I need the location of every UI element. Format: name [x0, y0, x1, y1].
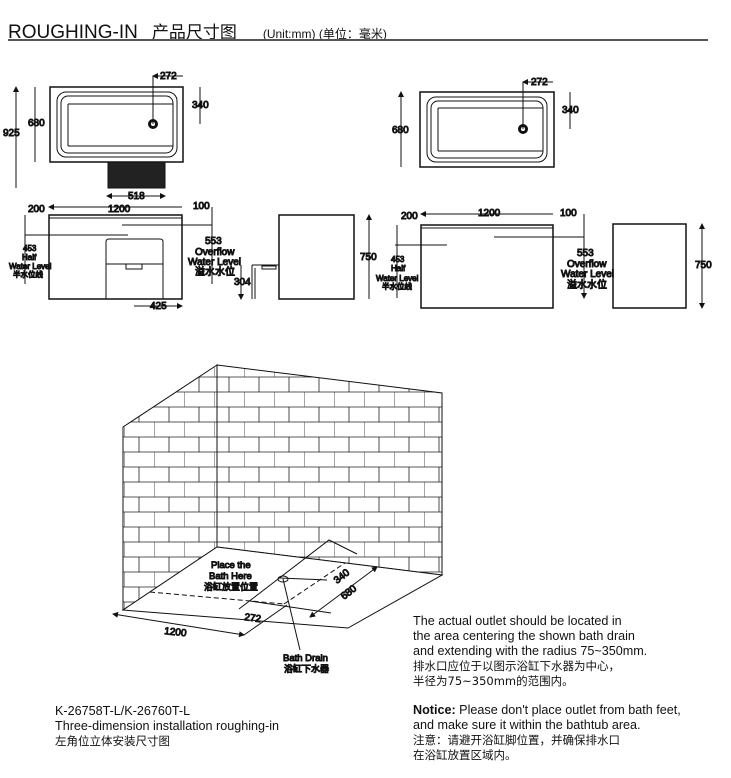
svg-text:Water Level: Water Level — [188, 257, 241, 268]
caption: K-26758T-L/K-26760T-L Three-dimension in… — [55, 704, 279, 749]
note-line-cn: 排水口应位于以图示浴缸下水器为中心， — [413, 659, 620, 673]
note-line: and extending with the radius 75~350mm. — [413, 644, 648, 658]
outlet-note: The actual outlet should be located in t… — [413, 614, 647, 689]
svg-text:溢水水位: 溢水水位 — [567, 278, 607, 291]
note-line: Please don't place outlet from bath feet… — [455, 703, 681, 717]
svg-text:453: 453 — [23, 244, 37, 253]
svg-text:浴缸放置位置: 浴缸放置位置 — [204, 581, 258, 592]
svg-text:Overflow: Overflow — [195, 247, 235, 258]
page-title-cn: 产品尺寸图 — [151, 23, 237, 43]
page-title: ROUGHING-IN — [8, 22, 138, 43]
svg-text:Water Level: Water Level — [9, 262, 52, 271]
svg-text:半水位线: 半水位线 — [382, 281, 412, 291]
svg-text:溢水水位: 溢水水位 — [195, 265, 235, 278]
svg-text:750: 750 — [695, 260, 712, 271]
svg-text:200: 200 — [401, 211, 418, 222]
svg-text:553: 553 — [577, 248, 594, 259]
svg-text:1200: 1200 — [164, 626, 188, 639]
svg-text:750: 750 — [360, 252, 377, 263]
svg-text:680: 680 — [392, 125, 409, 136]
svg-text:680: 680 — [28, 118, 45, 129]
unit-note: (Unit:mm) (单位：毫米) — [262, 27, 387, 41]
caption-description: Three-dimension installation roughing-in — [55, 719, 280, 733]
page-header: ROUGHING-IN 产品尺寸图 (Unit:mm) (单位：毫米) — [8, 18, 387, 44]
note-line: the area centering the shown bath drain — [413, 629, 635, 643]
right-plan-view: 680 272 340 — [392, 77, 580, 168]
svg-text:925: 925 — [3, 128, 20, 139]
svg-text:425: 425 — [150, 301, 167, 312]
left-side-view: 750 304 — [234, 215, 378, 299]
svg-text:272: 272 — [531, 77, 548, 88]
svg-text:553: 553 — [205, 236, 222, 247]
svg-text:453: 453 — [391, 255, 405, 264]
model-number: K-26758T-L/K-26760T-L — [55, 704, 191, 718]
notice-note: Notice: Please don't place outlet from b… — [413, 703, 681, 763]
left-plan-view: 925 680 272 340 518 — [3, 71, 210, 203]
svg-text:1200: 1200 — [108, 204, 131, 215]
svg-text:浴缸下水器: 浴缸下水器 — [284, 663, 329, 674]
svg-text:100: 100 — [193, 201, 210, 212]
note-line-cn: 注意：请避开浴缸脚位置，并确保排水口 — [413, 733, 620, 747]
note-line: The actual outlet should be located in — [413, 614, 622, 628]
note-line-cn: 在浴缸放置区域内。 — [413, 748, 517, 762]
svg-text:340: 340 — [562, 105, 579, 116]
note-line: and make sure it within the bathtub area… — [413, 718, 641, 732]
right-side-view: 750 — [612, 223, 713, 309]
svg-text:Water Level: Water Level — [376, 274, 419, 283]
svg-text:200: 200 — [28, 204, 45, 215]
notice-label: Notice: — [413, 703, 456, 717]
header-divider — [8, 39, 708, 41]
svg-text:304: 304 — [234, 277, 251, 288]
svg-text:Half: Half — [22, 253, 37, 262]
svg-text:Half: Half — [391, 264, 406, 273]
svg-text:Bath Drain: Bath Drain — [283, 653, 328, 664]
note-line-cn: 半径为75~350mm的范围内。 — [413, 674, 574, 688]
isometric-installation-view: Place the Bath Here 浴缸放置位置 340 680 272 1… — [112, 364, 444, 675]
svg-text:半水位线: 半水位线 — [13, 269, 43, 279]
svg-text:Overflow: Overflow — [567, 259, 607, 270]
svg-text:Bath Here: Bath Here — [209, 571, 252, 582]
svg-text:Water Level: Water Level — [561, 269, 614, 280]
svg-text:100: 100 — [560, 208, 577, 219]
svg-text:272: 272 — [244, 612, 262, 625]
svg-text:340: 340 — [192, 100, 209, 111]
left-front-view: 200 1200 100 453 Half Water Level 半水位线 5… — [9, 201, 242, 313]
caption-description-cn: 左角位立体安装尺寸图 — [55, 734, 170, 748]
svg-text:1200: 1200 — [478, 208, 501, 219]
right-front-view: 200 1200 100 453 Half Water Level 半水位线 5… — [376, 208, 614, 309]
svg-text:518: 518 — [128, 191, 145, 202]
svg-text:272: 272 — [160, 71, 177, 82]
svg-text:Place the: Place the — [211, 560, 251, 571]
